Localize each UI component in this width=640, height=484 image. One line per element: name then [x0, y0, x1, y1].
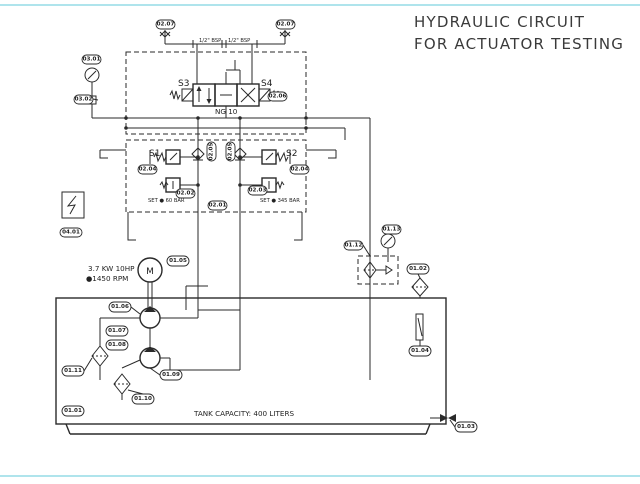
pump-lower [121, 346, 240, 371]
ref-01-06: 01.06 [111, 304, 129, 310]
ref-03-01: 03.01 [83, 57, 101, 63]
motor-speed-label: ●1450 RPM [86, 274, 128, 283]
drain-left-upper [99, 150, 108, 159]
ref-01-12: 01.12 [345, 243, 363, 249]
drain-right-upper [328, 150, 337, 159]
ref-02-06: 02.06 [269, 94, 287, 100]
ref-tag-01-02: 01.02 [406, 263, 430, 275]
ref-01-03: 01.03 [457, 424, 475, 430]
ref-01-11: 01.11 [64, 368, 82, 374]
top-port-manifold: 1/2" BSP 1/2" BSP [164, 38, 286, 60]
ref-02-02: 02.02 [177, 191, 195, 197]
junction-dots [124, 116, 308, 187]
title-line-2: FOR ACTUATOR TESTING [414, 35, 624, 53]
ref-tag-02-04a: 02.04 [137, 164, 158, 175]
check-valve-left [191, 147, 205, 161]
ref-tag-02-04b: 02.04 [289, 164, 310, 175]
drain-right-lower [294, 232, 303, 241]
valve-s3-label: S3 [178, 79, 189, 89]
tank-foot-left [65, 423, 71, 435]
ref-tag-02-03: 02.03 [247, 185, 268, 196]
ref-tag-01-09: 01.09 [159, 369, 183, 381]
ref-tag-02-07a: 02.07 [155, 19, 176, 30]
ref-tag-02-05a: 02.05 [206, 141, 217, 162]
relief-right-setting: SET ● 345 BAR [260, 198, 300, 204]
ref-tag-01-13: 01.13 [381, 224, 402, 235]
ref-01-08: 01.08 [108, 342, 126, 348]
return-filter-assembly [357, 233, 399, 285]
suction-filter-upper [91, 345, 109, 380]
ref-01-05: 01.05 [169, 258, 187, 264]
ref-tag-02-07b: 02.07 [275, 19, 296, 30]
ref-02-05-left: 02.05 [209, 143, 215, 161]
electrical-panel-symbol [61, 191, 85, 219]
ref-tag-02-05b: 02.05 [225, 141, 236, 162]
motor-symbol: M [146, 267, 154, 277]
ref-tag-01-06: 01.06 [108, 301, 132, 313]
ref-02-01: 02.01 [209, 203, 227, 209]
pressure-gauge-03-01 [84, 67, 126, 119]
relief-valve-block [125, 139, 307, 213]
ref-tag-01-11: 01.11 [61, 365, 85, 377]
valve-s1-label: S1 [149, 149, 160, 159]
relief-left-setting: SET ● 60 BAR [148, 198, 185, 204]
relief-valve-s1: S1 SET ● 60 BAR [148, 118, 199, 260]
drain-valve [430, 414, 456, 422]
ref-02-04-left: 02.04 [139, 167, 157, 173]
ref-tag-02-02: 02.02 [175, 188, 196, 199]
test-coupling-left [159, 30, 171, 38]
ref-01-10: 01.10 [134, 396, 152, 402]
ref-01-04: 01.04 [411, 348, 429, 354]
drain-left-lower [127, 232, 136, 241]
ref-tag-02-01: 02.01 [207, 200, 228, 211]
ref-02-05-right: 02.05 [228, 143, 234, 161]
ref-tag-01-04: 01.04 [408, 345, 432, 357]
test-coupling-right [279, 30, 291, 38]
valve-s2-label: S2 [286, 149, 297, 159]
directional-valve-s3-s4: S3 S4 NG 10 [169, 60, 283, 118]
port-left-label: 1/2" BSP [199, 38, 221, 44]
ref-02-03: 02.03 [249, 188, 267, 194]
relief-valve-s2: S2 SET ● 345 BAR [240, 149, 300, 204]
ref-tag-01-07: 01.07 [105, 325, 129, 337]
valve-s4-label: S4 [261, 79, 273, 89]
ref-tag-04-01: 04.01 [59, 227, 83, 238]
check-valve-right [233, 118, 247, 370]
pump-upper [99, 260, 199, 346]
ref-04-01: 04.01 [62, 230, 80, 236]
ref-tag-03-01: 03.01 [81, 54, 102, 65]
ref-tag-03-02: 03.02 [73, 94, 94, 105]
motor-power-label: 3.7 KW 10HP [88, 264, 135, 273]
electric-motor: M 3.7 KW 10HP ●1450 RPM [86, 257, 163, 310]
tank-capacity-label: TANK CAPACITY: 400 LITERS [193, 409, 294, 418]
port-right-label: 1/2" BSP [228, 38, 250, 44]
ref-tag-01-08: 01.08 [105, 339, 129, 351]
valve-manifold-block [125, 51, 307, 135]
ref-01-07: 01.07 [108, 328, 126, 334]
tank-foot-right [425, 423, 431, 435]
ref-tag-01-12: 01.12 [343, 240, 364, 251]
ref-tag-01-05: 01.05 [166, 255, 190, 267]
ref-tag-01-03: 01.03 [454, 421, 478, 433]
ref-01-09: 01.09 [162, 372, 180, 378]
ref-01-13: 01.13 [383, 227, 401, 233]
air-breather [411, 277, 429, 298]
valve-size-label: NG 10 [215, 107, 238, 116]
ref-02-07-right: 02.07 [277, 22, 295, 28]
ref-tag-01-01: 01.01 [61, 405, 85, 417]
leader-lines [83, 98, 456, 428]
oil-tank [55, 297, 447, 425]
ref-01-01: 01.01 [64, 408, 82, 414]
ref-02-07-left: 02.07 [157, 22, 175, 28]
suction-filter-lower [113, 373, 131, 400]
title-line-1: HYDRAULIC CIRCUIT [414, 13, 585, 31]
ref-02-04-right: 02.04 [291, 167, 309, 173]
ref-03-02: 03.02 [75, 97, 93, 103]
ref-01-02: 01.02 [409, 266, 427, 272]
ref-tag-02-06: 02.06 [267, 91, 288, 102]
level-gauge [415, 313, 424, 341]
ref-tag-01-10: 01.10 [131, 393, 155, 405]
